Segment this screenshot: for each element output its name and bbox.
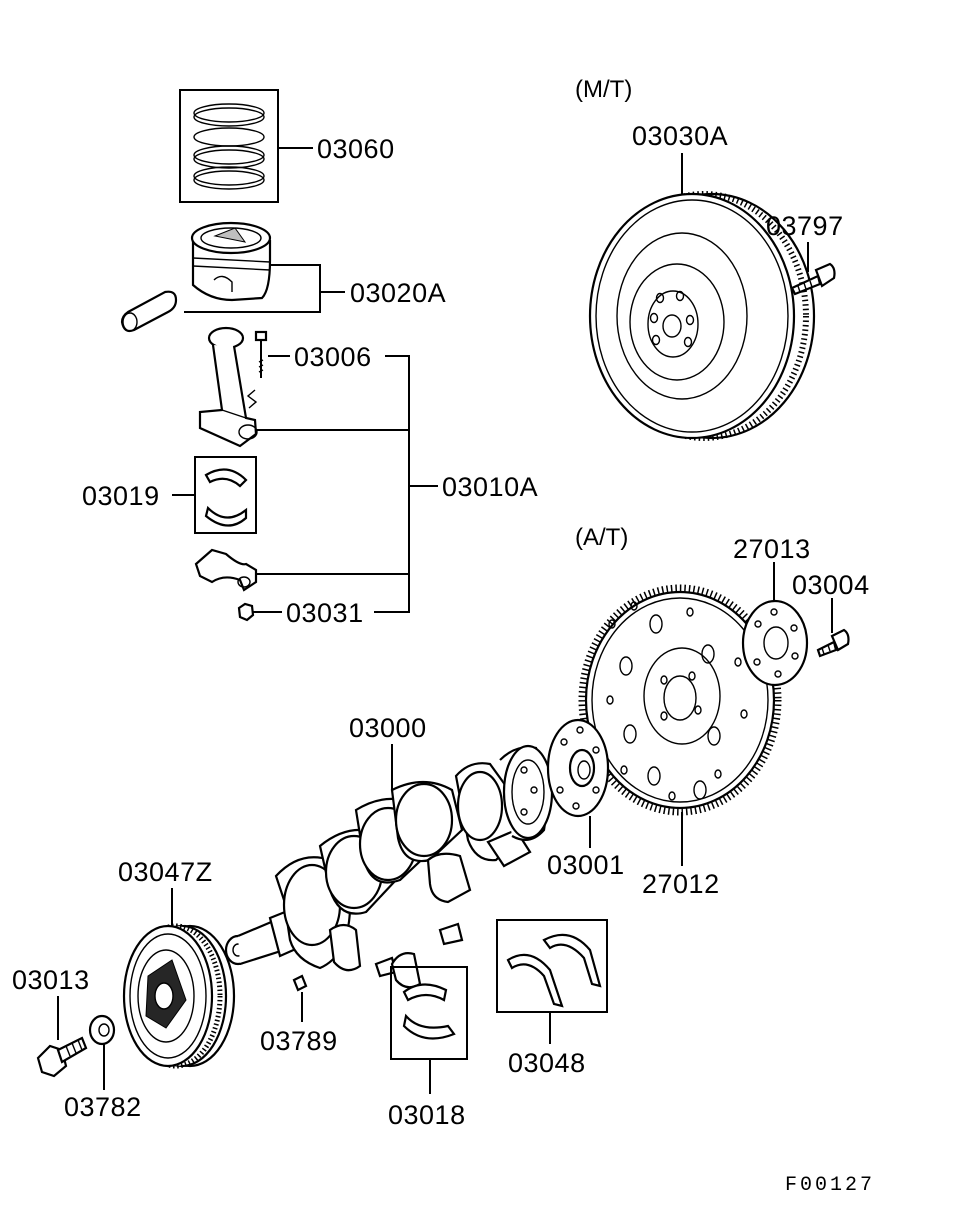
label-03004: 03004 (792, 570, 870, 600)
mt-heading: (M/T) (575, 76, 632, 103)
label-03001: 03001 (547, 850, 625, 880)
label-03020A: 03020A (350, 278, 446, 308)
piston-pin-part[interactable] (120, 290, 178, 333)
adapter-plate-part[interactable] (741, 599, 809, 687)
flywheel-bolt-part[interactable] (790, 262, 836, 296)
rod-cap-part[interactable] (194, 548, 258, 592)
label-03030A: 03030A (632, 121, 728, 151)
piston-rings-part[interactable] (179, 89, 279, 203)
label-03789: 03789 (260, 1026, 338, 1056)
label-27012: 27012 (642, 869, 720, 899)
leader-line (184, 264, 321, 313)
label-03797: 03797 (766, 211, 844, 241)
thrust-washer-part[interactable] (496, 919, 608, 1013)
flywheel-part[interactable] (588, 191, 816, 441)
drive-plate-bolt-part[interactable] (816, 628, 850, 658)
label-27013: 27013 (733, 534, 811, 564)
label-03782: 03782 (64, 1092, 142, 1122)
crankshaft-part[interactable] (224, 744, 554, 989)
piston-part[interactable] (190, 221, 272, 302)
figure-code: F00127 (785, 1174, 875, 1197)
washer-part[interactable] (88, 1014, 116, 1046)
damper-pulley-part[interactable] (122, 923, 236, 1069)
label-03060: 03060 (317, 134, 395, 164)
label-03031: 03031 (286, 598, 364, 628)
label-03048: 03048 (508, 1048, 586, 1078)
woodruff-key-part[interactable] (292, 974, 308, 992)
at-heading: (A/T) (575, 524, 628, 551)
rod-bearing-part[interactable] (194, 456, 257, 534)
label-03006: 03006 (294, 342, 372, 372)
label-03013: 03013 (12, 965, 90, 995)
label-03010A: 03010A (442, 472, 538, 502)
rod-bolt-part[interactable] (246, 330, 268, 409)
pulley-bolt-part[interactable] (36, 1036, 88, 1078)
leader-line (374, 355, 410, 613)
connecting-rod-part[interactable] (198, 326, 258, 448)
rod-nut-part[interactable] (237, 602, 255, 622)
label-03019: 03019 (82, 481, 160, 511)
label-03018: 03018 (388, 1100, 466, 1130)
label-03000: 03000 (349, 713, 427, 743)
drive-plate-part[interactable] (578, 584, 782, 816)
label-03047Z: 03047Z (118, 857, 213, 887)
crank-flange-plate-part[interactable] (546, 718, 610, 818)
